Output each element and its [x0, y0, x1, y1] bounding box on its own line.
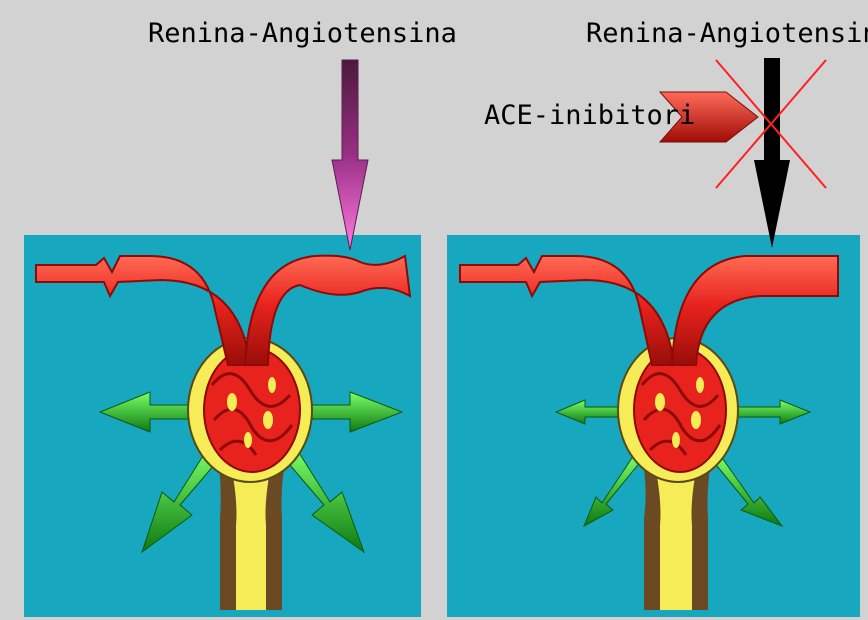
ace-inhibitor-label: ACE-inibitori — [484, 100, 695, 131]
right-glomerulus — [634, 348, 726, 472]
left-glomerulus — [204, 348, 300, 472]
right-angiotensin-label: Renina-Angiotensina — [586, 18, 868, 49]
left-angiotensin-label: Renina-Angiotensina — [148, 18, 457, 49]
